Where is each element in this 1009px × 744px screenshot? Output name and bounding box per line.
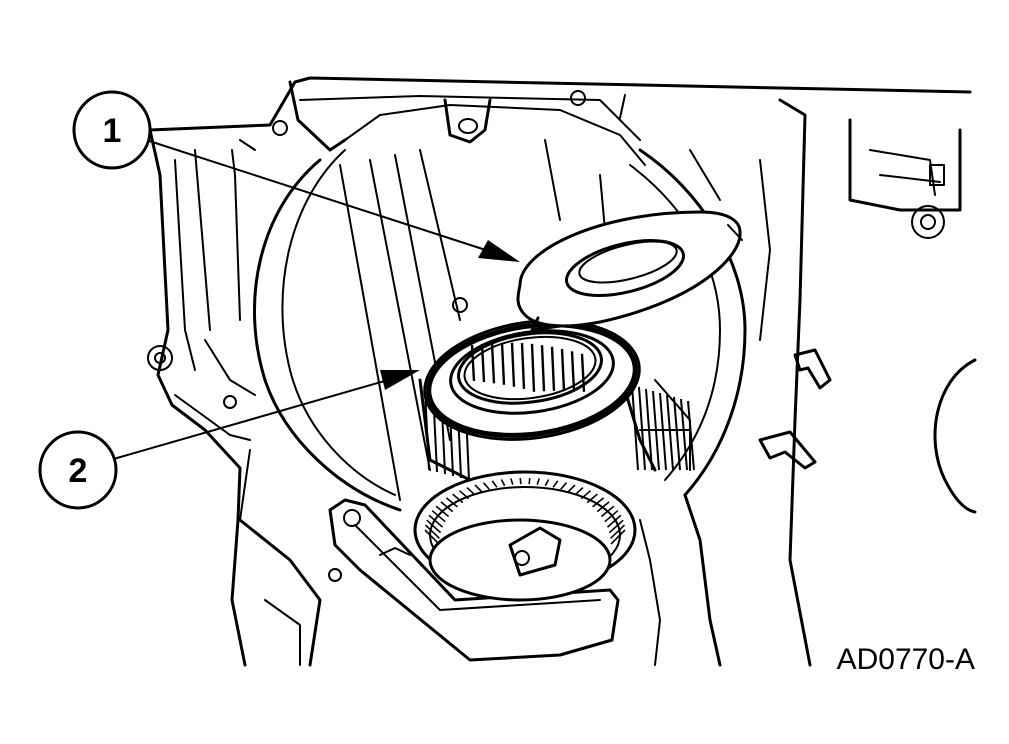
- line-art-stroke: [659, 392, 667, 471]
- line-art-stroke: [610, 529, 626, 545]
- line-art-stroke: [466, 487, 476, 496]
- bearing-rollers: [470, 342, 586, 392]
- drum-splines: [424, 384, 695, 481]
- leader-line-2: [109, 377, 396, 461]
- line-art-stroke: [490, 343, 496, 384]
- line-art-stroke: [580, 353, 586, 392]
- line-art-stroke: [510, 342, 516, 387]
- line-art-stroke: [567, 484, 576, 493]
- line-art-stroke: [424, 529, 440, 545]
- line-art-stroke: [560, 348, 566, 392]
- line-art-stroke: [470, 344, 476, 382]
- line-art-stroke: [610, 524, 626, 539]
- line-art-stroke: [428, 514, 444, 528]
- line-art-stroke: [424, 389, 430, 471]
- line-art-stroke: [520, 343, 526, 390]
- line-art-stroke: [631, 384, 639, 471]
- line-art-stroke: [550, 346, 556, 391]
- callout-circle-2: [38, 430, 118, 510]
- line-art-stroke: [440, 501, 454, 513]
- line-art-stroke: [638, 386, 646, 471]
- line-art-stroke: [431, 510, 446, 523]
- line-art-stroke: [574, 487, 584, 496]
- line-art-stroke: [480, 344, 486, 383]
- line-art-stroke: [536, 478, 540, 485]
- line-art-stroke: [519, 478, 522, 485]
- line-art-stroke: [452, 493, 464, 504]
- line-art-stroke: [540, 345, 546, 392]
- line-art-stroke: [474, 484, 483, 493]
- line-art-stroke: [606, 514, 622, 528]
- line-art-stroke: [510, 478, 514, 485]
- line-art-stroke: [528, 478, 531, 485]
- callout-1: 1: [72, 90, 520, 262]
- gear-teeth: [424, 478, 626, 545]
- line-art-stroke: [482, 482, 490, 490]
- line-art-stroke: [544, 479, 550, 487]
- leader-line-1: [139, 137, 496, 254]
- callout-2: 2: [38, 370, 420, 510]
- line-art-stroke: [586, 493, 598, 504]
- line-art-stroke: [435, 505, 450, 518]
- line-art-stroke: [604, 510, 619, 523]
- gear-assembly: [413, 470, 637, 602]
- leader-arrowhead-2: [380, 370, 420, 390]
- clutch-drum: [418, 378, 695, 482]
- line-art-stroke: [426, 519, 442, 534]
- line-art-stroke: [424, 524, 440, 539]
- callout-label-2: 2: [69, 452, 88, 490]
- leader-arrowhead-1: [478, 240, 520, 262]
- line-art-stroke: [552, 480, 559, 488]
- line-art-stroke: [560, 482, 568, 490]
- line-art-stroke: [491, 480, 498, 488]
- thrust-washer: [516, 210, 743, 332]
- line-art-stroke: [673, 396, 681, 471]
- line-art-stroke: [666, 394, 674, 471]
- callout-circle-1: [72, 90, 152, 170]
- thrust-bearing: [423, 319, 641, 441]
- line-art-stroke: [596, 501, 610, 513]
- line-art-stroke: [592, 497, 605, 508]
- line-art-stroke: [445, 497, 458, 508]
- callout-label-1: 1: [103, 112, 122, 150]
- line-art-stroke: [580, 490, 592, 500]
- line-art-stroke: [608, 519, 624, 534]
- line-art-stroke: [600, 505, 615, 518]
- figure-id: AD0770-A: [837, 643, 975, 676]
- line-art-stroke: [530, 343, 536, 392]
- line-art-stroke: [500, 479, 506, 487]
- line-art-stroke: [570, 351, 576, 392]
- transmission-housing: [147, 76, 977, 667]
- line-art-stroke: [500, 342, 506, 385]
- line-art-stroke: [458, 490, 470, 500]
